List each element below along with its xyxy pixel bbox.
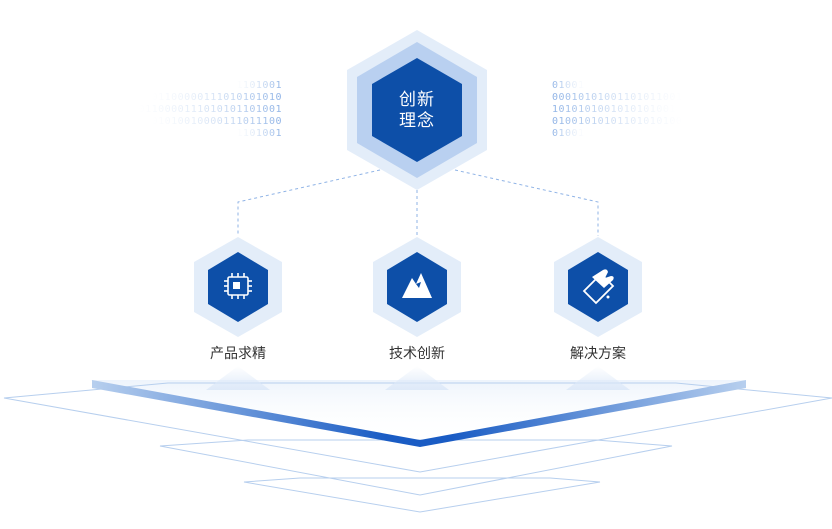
label-solutions: 解决方案 [570, 346, 626, 362]
tablet-touch-icon [582, 269, 615, 305]
center-title-line1: 创新 [399, 90, 435, 110]
binary-row: 1010101001010101001 [552, 104, 676, 115]
label-tech-innovation: 技术创新 [389, 346, 445, 362]
node-glow-left [206, 366, 270, 390]
mountain-icon [402, 273, 432, 298]
binary-row: 01001 [552, 128, 585, 139]
binary-row: 01001 [552, 80, 585, 91]
binary-row: 0110000111010101101001 [139, 104, 282, 115]
center-hexagon [347, 30, 487, 190]
binary-row: 1101001 [236, 80, 282, 91]
hex-core [372, 58, 462, 162]
binary-row: 1101001 [236, 128, 282, 139]
connector-left [237, 169, 381, 236]
label-product-excellence: 产品求精 [210, 346, 266, 362]
binary-row: 00010101001101011001 [552, 92, 682, 103]
center-title-line2: 理念 [399, 111, 435, 131]
connector-right [454, 169, 599, 236]
center-title: 创新 理念 [377, 90, 457, 132]
platform-base [3, 366, 832, 513]
chip-icon [224, 273, 252, 299]
binary-row: 01001010101101010100 [552, 116, 682, 127]
connector-lines [237, 169, 599, 236]
binary-stream-left: 1101001011000001110101010100110000111010… [139, 80, 282, 139]
binary-row: 01100000111010101010 [152, 92, 282, 103]
binary-stream-right: 0100100010101001101011001101010100101010… [552, 80, 682, 139]
node-glow-middle [385, 366, 449, 390]
node-hex-solution [554, 237, 642, 337]
node-glow-right [566, 366, 630, 390]
binary-row: 01010010000111011100 [152, 116, 282, 127]
